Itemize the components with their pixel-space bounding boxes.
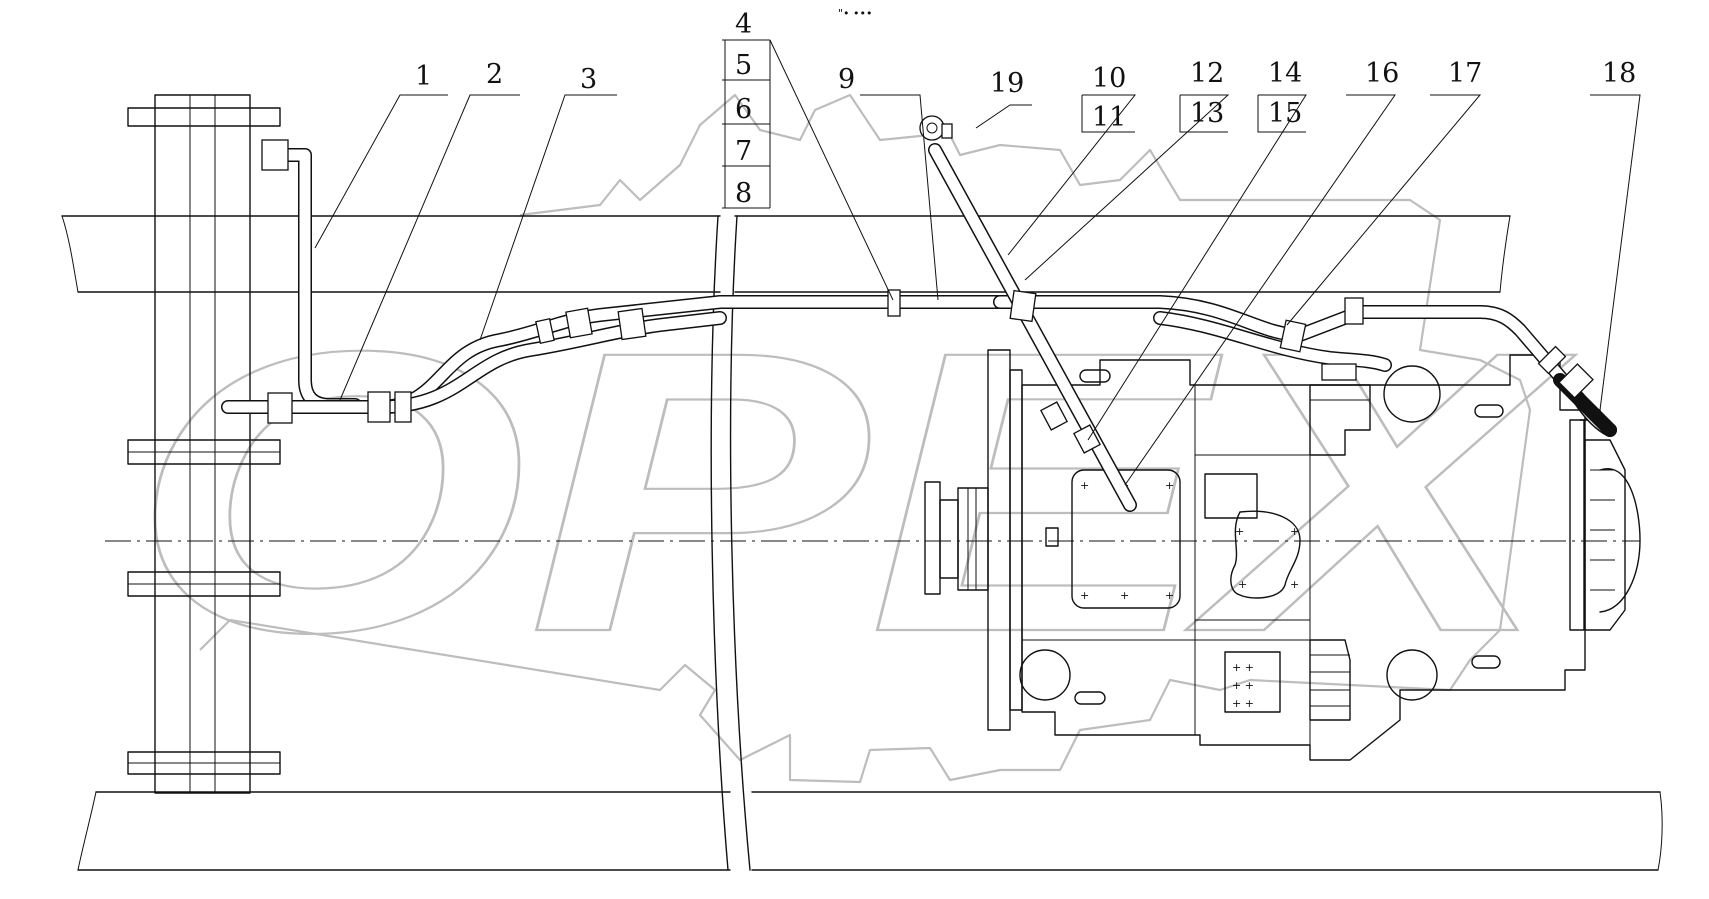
callout-boxes — [1081, 95, 1306, 133]
svg-text:+: + — [1235, 525, 1244, 538]
callout-1: 1 — [415, 61, 432, 92]
svg-text:+: + — [1080, 589, 1089, 602]
svg-text:+ +: + + — [1232, 697, 1254, 710]
callout-17: 17 — [1448, 58, 1482, 89]
watermark-letters: OPEX — [130, 268, 1576, 715]
gearbox: +++ +++ ++ ++ + + + + + + — [924, 349, 1641, 761]
callout-15: 15 — [1268, 98, 1302, 129]
callout-numbers: "• ••• 1 2 3 4 5 6 7 8 9 19 10 11 12 13 … — [415, 7, 1636, 209]
callout-14: 14 — [1268, 58, 1302, 89]
svg-text:+: + — [1165, 589, 1174, 602]
svg-text:+: + — [1290, 525, 1299, 538]
svg-text:+ +: + + — [1232, 679, 1254, 692]
callout-11: 11 — [1092, 102, 1126, 133]
callout-3: 3 — [580, 64, 597, 95]
leader-lines — [314, 39, 1641, 486]
watermark: OPEX — [129, 93, 1578, 784]
callout-7: 7 — [735, 136, 752, 167]
callout-5: 5 — [735, 50, 752, 81]
watermark-gear — [199, 93, 1532, 784]
svg-text:+: + — [1290, 578, 1299, 591]
fittings — [261, 115, 1594, 454]
callout-19: 19 — [990, 68, 1024, 99]
svg-text:+: + — [1120, 589, 1129, 602]
callout-18: 18 — [1602, 58, 1636, 89]
callout-6: 6 — [735, 94, 752, 125]
svg-text:+: + — [1165, 479, 1174, 492]
svg-text:+: + — [1080, 479, 1089, 492]
callout-12: 12 — [1190, 58, 1224, 89]
cross-member — [127, 94, 281, 794]
callout-table — [722, 39, 771, 209]
callout-16: 16 — [1365, 58, 1399, 89]
callout-8: 8 — [735, 178, 752, 209]
callout-4: 4 — [735, 9, 752, 40]
header-mark: "• ••• — [838, 7, 873, 20]
svg-text:+: + — [1238, 578, 1247, 591]
frame-rails — [61, 215, 1663, 871]
callout-10: 10 — [1092, 63, 1126, 94]
callout-13: 13 — [1190, 98, 1224, 129]
svg-text:+ +: + + — [1232, 661, 1254, 674]
callout-9: 9 — [838, 64, 855, 95]
callout-2: 2 — [486, 59, 503, 90]
